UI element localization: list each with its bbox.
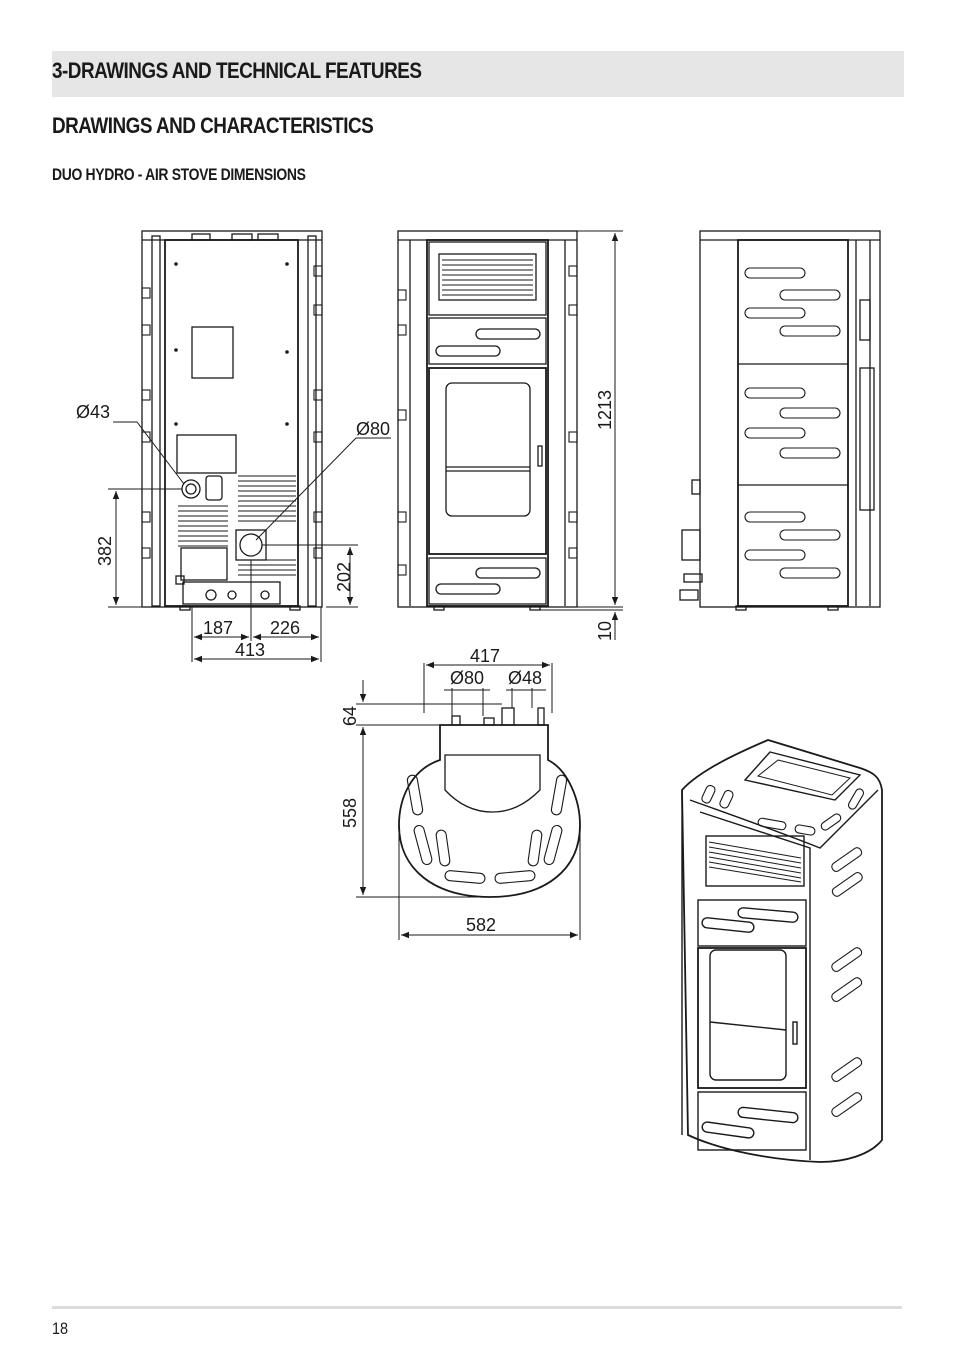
section-title: 3-DRAWINGS AND TECHNICAL FEATURES <box>52 58 422 83</box>
dim-top-air-diameter: Ø48 <box>508 668 542 688</box>
front-view-drawing <box>397 230 578 611</box>
page-number: 18 <box>52 1319 69 1338</box>
dim-rear-pipe-diameter: Ø43 <box>76 402 110 422</box>
side-view-drawing <box>679 230 881 611</box>
dim-rear-left-offset: 187 <box>203 618 233 638</box>
dim-rear-flue-diameter: Ø80 <box>356 419 390 439</box>
dim-rear-flue-height: 202 <box>334 562 354 592</box>
top-view-dimensions <box>356 661 581 940</box>
footer-divider <box>52 1306 902 1309</box>
dim-top-flue-diameter: Ø80 <box>450 668 484 688</box>
rear-view-drawing <box>141 230 323 611</box>
section-header-bar <box>52 51 904 97</box>
dim-rear-width: 413 <box>235 640 265 660</box>
top-view-drawing <box>398 707 581 898</box>
dim-top-width: 582 <box>466 915 496 935</box>
front-view-dimensions <box>540 230 623 640</box>
stove-perspective-illustration <box>681 739 883 1163</box>
dim-front-height: 1213 <box>595 390 615 430</box>
dim-top-connection-depth: 64 <box>340 706 360 726</box>
dim-front-feet-height: 10 <box>595 621 615 641</box>
rear-view-dimensions <box>108 421 391 663</box>
page-subtitle: DRAWINGS AND CHARACTERISTICS <box>52 113 374 138</box>
dim-top-depth: 558 <box>340 798 360 828</box>
dim-rear-right-offset: 226 <box>270 618 300 638</box>
dim-top-connection-span: 417 <box>470 646 500 666</box>
dim-rear-connection-height: 382 <box>95 536 115 566</box>
figure-caption: DUO HYDRO - AIR STOVE DIMENSIONS <box>52 165 306 184</box>
